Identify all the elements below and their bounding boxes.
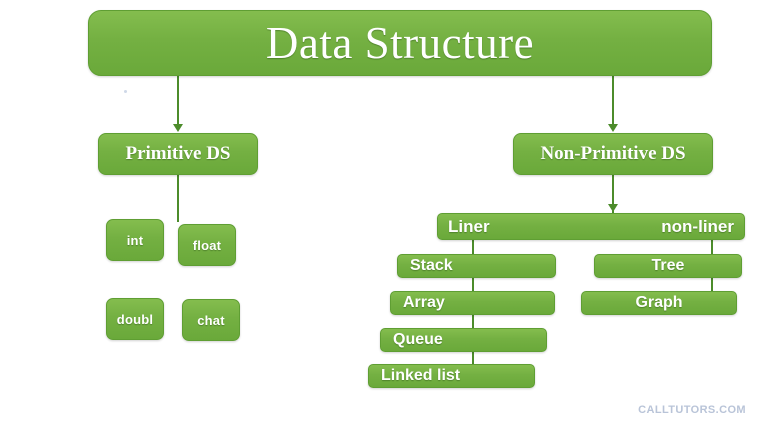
connector-root-to-primitive: [177, 76, 179, 125]
node-non-liner-label: non-liner: [661, 216, 734, 236]
connector-non-primitive-to-liner: [612, 175, 614, 213]
node-non-primitive-ds[interactable]: Non-Primitive DS: [513, 133, 713, 175]
node-data-structure[interactable]: Data Structure: [88, 10, 712, 76]
node-linked-list[interactable]: Linked list: [368, 364, 535, 388]
node-liner-non-liner-bar[interactable]: Liner non-liner: [437, 213, 745, 240]
arrowhead-non-primitive-to-liner: [608, 204, 618, 212]
connector-primitive-to-children: [177, 175, 179, 222]
node-doubl[interactable]: doubl: [106, 298, 164, 340]
node-chat[interactable]: chat: [182, 299, 240, 341]
node-tree[interactable]: Tree: [594, 254, 742, 278]
node-queue-label: Queue: [393, 331, 443, 348]
node-liner-label: Liner: [448, 216, 490, 236]
node-doubl-label: doubl: [116, 311, 154, 327]
node-stack[interactable]: Stack: [397, 254, 556, 278]
node-primitive-ds-label: Primitive DS: [125, 143, 231, 164]
node-graph[interactable]: Graph: [581, 291, 737, 315]
node-float-label: float: [192, 237, 222, 253]
artifact-speck: [124, 90, 127, 93]
node-float[interactable]: float: [178, 224, 236, 266]
node-array-label: Array: [403, 294, 445, 311]
node-tree-label: Tree: [651, 257, 685, 274]
node-non-primitive-ds-label: Non-Primitive DS: [540, 143, 686, 164]
node-linked-list-label: Linked list: [381, 367, 461, 384]
node-array[interactable]: Array: [390, 291, 555, 315]
node-int[interactable]: int: [106, 219, 164, 261]
node-int-label: int: [126, 232, 144, 248]
node-graph-label: Graph: [635, 294, 683, 311]
node-primitive-ds[interactable]: Primitive DS: [98, 133, 258, 175]
node-data-structure-label: Data Structure: [265, 18, 535, 68]
watermark: CALLTUTORS.COM: [638, 404, 746, 416]
arrowhead-root-to-primitive: [173, 124, 183, 132]
connector-root-to-non-primitive: [612, 76, 614, 125]
node-chat-label: chat: [197, 312, 225, 328]
node-stack-label: Stack: [410, 257, 453, 274]
node-queue[interactable]: Queue: [380, 328, 547, 352]
arrowhead-root-to-non-primitive: [608, 124, 618, 132]
